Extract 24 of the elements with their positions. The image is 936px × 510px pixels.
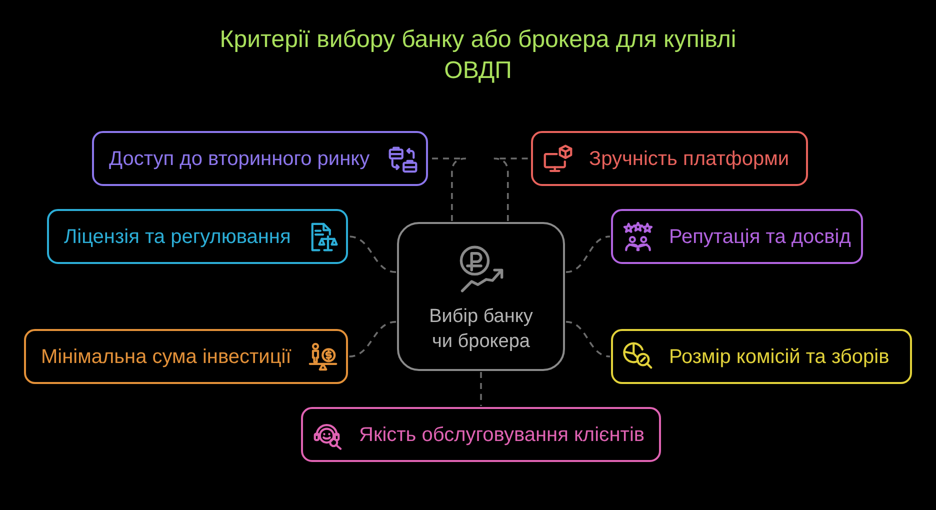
node-label: Вибір банку чи брокера (428, 304, 534, 354)
criterion-box (24, 329, 348, 384)
connector-line (480, 372, 482, 406)
criterion-box (611, 209, 863, 264)
hub-box (397, 222, 565, 371)
node-label: Розмір комісій та зборів (669, 344, 890, 368)
criterion-box (531, 131, 808, 186)
node-label: Ліцензія та регулювання (64, 224, 291, 248)
criterion-box (301, 407, 661, 462)
connector-line (429, 158, 467, 221)
node-label: Якість обслуговування клієнтів (359, 422, 645, 446)
node-label: Зручність платформи (589, 146, 789, 170)
criterion-box (92, 131, 428, 186)
connector-line (566, 320, 610, 358)
node-label: Доступ до вторинного ринку (109, 146, 370, 170)
node-label: Репутація та досвід (669, 224, 851, 248)
node-label: Мінімальна сума інвестиції (41, 344, 292, 368)
connector-line (492, 158, 530, 221)
criterion-box (47, 209, 348, 264)
connector-line (348, 236, 396, 273)
connector-line (566, 236, 610, 273)
criterion-box (611, 329, 912, 384)
diagram-title: Критерії вибору банку або брокера для купівлі ОВДП (218, 25, 738, 86)
connector-line (348, 320, 396, 358)
